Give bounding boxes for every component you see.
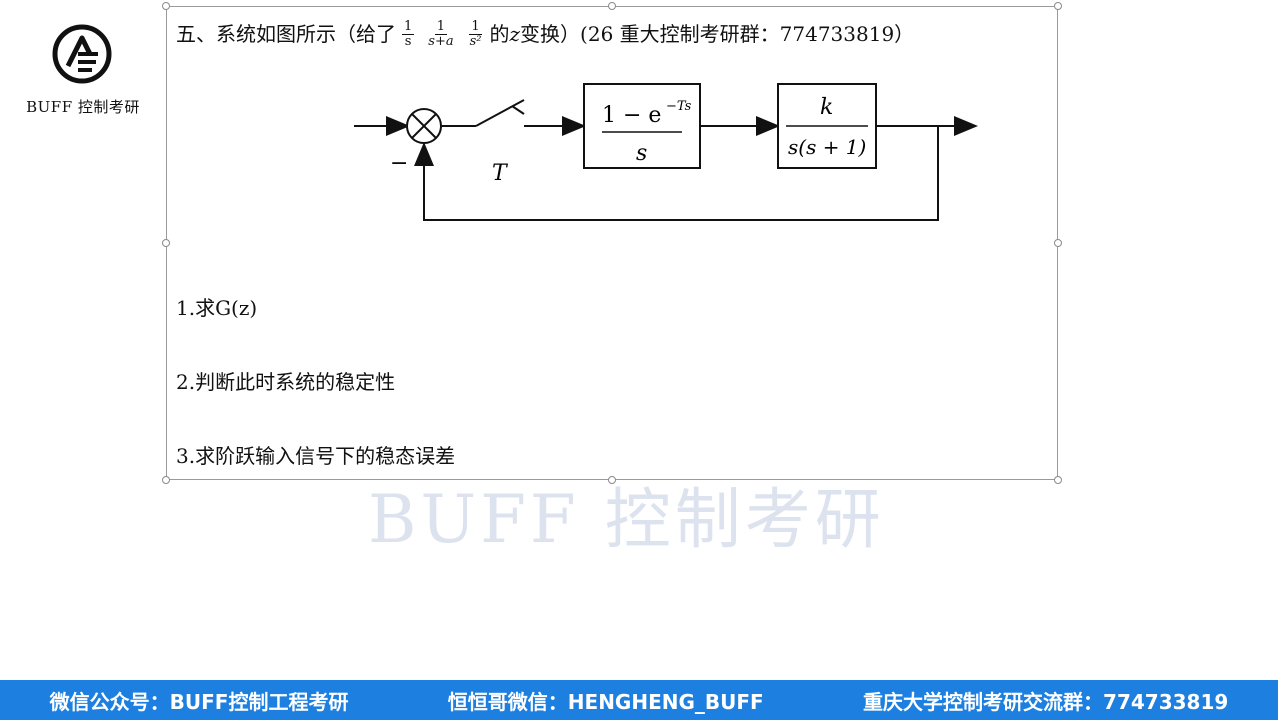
block1-denominator: s (636, 141, 647, 166)
block1-exponent: −Ts (666, 99, 692, 114)
block2-denominator: s(s + 1) (788, 135, 866, 159)
watermark: BUFF 控制考研 (368, 481, 885, 558)
footer-wechat-id: 恒恒哥微信：HENGHENG_BUFF (447, 689, 764, 714)
plant-block: k s(s + 1) (777, 83, 877, 169)
summing-junction (406, 108, 442, 144)
footer-banner: 微信公众号：BUFF控制工程考研 恒恒哥微信：HENGHENG_BUFF 重庆大… (0, 680, 1278, 720)
sampler-switch (475, 99, 525, 127)
zero-order-hold-block: 1 − e −Ts s (583, 83, 701, 169)
resize-handle-top[interactable] (608, 2, 616, 10)
selection-frame[interactable] (166, 6, 1058, 480)
logo-text: BUFF 控制考研 (26, 98, 140, 116)
fraction-1-over-s-squared: 1 s² (469, 18, 482, 49)
fraction-1-over-s-plus-a: 1 s+a (428, 18, 454, 49)
resize-handle-top-left[interactable] (162, 2, 170, 10)
resize-handle-bottom-right[interactable] (1054, 476, 1062, 484)
footer-group-number: 重庆大学控制考研交流群：774733819 (863, 689, 1229, 714)
question-3: 3.求阶跃输入信号下的稳态误差 (176, 444, 456, 468)
question-2: 2.判断此时系统的稳定性 (176, 370, 396, 394)
feedback-path (414, 126, 939, 221)
footer-wechat-account: 微信公众号：BUFF控制工程考研 (49, 689, 349, 714)
logo: BUFF 控制考研 (8, 20, 158, 120)
resize-handle-right[interactable] (1054, 239, 1062, 247)
resize-handle-bottom[interactable] (608, 476, 616, 484)
question-1: 1.求G(z) (176, 296, 258, 320)
block2-numerator: k (820, 95, 833, 120)
sampler-label: T (492, 161, 509, 186)
buff-logo-icon (52, 24, 112, 84)
z-variable: z (509, 22, 521, 46)
title-prefix: 五、系统如图所示（给了 (176, 22, 396, 46)
resize-handle-top-right[interactable] (1054, 2, 1062, 10)
title-suffix: 变换）(26 重大控制考研群：774733819） (520, 22, 915, 46)
resize-handle-bottom-left[interactable] (162, 476, 170, 484)
fraction-1-over-s: 1 s (402, 18, 415, 49)
block1-numerator: 1 − e (602, 103, 661, 128)
minus-sign: − (390, 151, 408, 176)
resize-handle-left[interactable] (162, 239, 170, 247)
block-diagram: − T 1 − e −Ts s k s(s + 1) (354, 83, 978, 221)
